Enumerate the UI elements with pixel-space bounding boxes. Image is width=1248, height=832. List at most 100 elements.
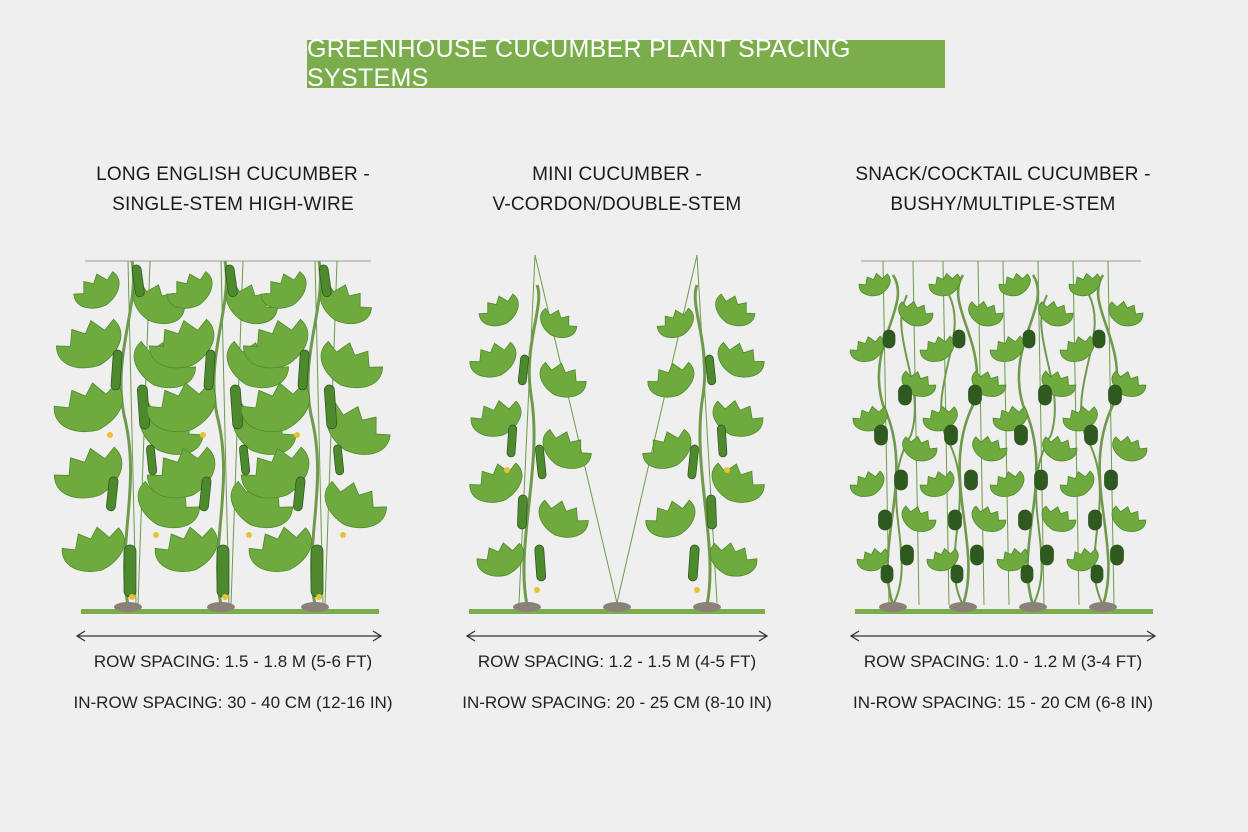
soil-mound [207,602,235,612]
leaf [712,400,764,437]
leaf [1066,547,1099,572]
flower [294,432,300,438]
cucumber-fruit [1034,469,1048,491]
leaf [656,307,694,338]
leaf [989,335,1025,362]
soil-mound [949,602,977,612]
leaf [996,547,1029,572]
leaf [240,446,310,499]
row-spacing-arrow [465,630,769,642]
leaf [1059,470,1095,497]
support-twine [616,254,698,604]
bushy-illustration [849,260,1153,614]
cucumber-fruit [1092,329,1106,349]
leaf [324,480,387,529]
leaf [709,542,758,577]
leaf [53,382,124,433]
cucumber-fruit [1014,424,1028,446]
ground-line [81,609,379,614]
soil-mound [603,602,631,612]
leaf [53,446,123,499]
cucumber-fruit [131,264,145,298]
soil-mound [1089,602,1117,612]
leaf [901,505,937,532]
leaf [1062,405,1098,432]
leaf [645,499,696,538]
cucumber-fruit [878,509,892,531]
cucumber-fruit [1108,384,1122,406]
title-banner: GREENHOUSE CUCUMBER PLANT SPACING SYSTEM… [307,35,945,92]
cucumber-fruit [894,469,908,491]
cucumber-fruit [1088,509,1102,531]
leaf [849,470,885,497]
flower [129,594,135,600]
cucumber-fruit [110,349,123,391]
cucumber-fruit [1084,424,1098,446]
cucumber-fruit [950,564,964,584]
cucumber-fruit [1110,544,1124,566]
cucumber-fruit [216,544,230,598]
leaf [148,318,215,369]
inrow-spacing-label: IN-ROW SPACING: 30 - 40 CM (12-16 IN) [73,693,393,712]
soil-mound [879,602,907,612]
cucumber-fruit [224,264,238,298]
cucumber-fruit [517,354,529,386]
leaf [469,341,517,378]
leaf [470,400,522,437]
leaf [478,293,519,327]
cucumber-fruit [1022,329,1036,349]
leaf [469,462,523,503]
leaf [73,271,120,309]
leaf [972,435,1008,462]
leaf [711,462,765,503]
leaf [902,435,938,462]
leaf [55,318,122,369]
system-heading-line1: SNACK/COCKTAIL CUCUMBER - [855,164,1151,185]
leaf [166,271,213,309]
cucumber-fruit [318,264,332,298]
cucumber-fruit [517,494,528,530]
leaf [326,402,391,455]
cucumber-fruit [716,424,728,458]
leaf [717,341,765,378]
row-spacing-label: ROW SPACING: 1.5 - 1.8 M (5-6 FT) [93,652,373,671]
cucumber-fruit [687,544,700,582]
system-heading-line2: V-CORDON/DOUBLE-STEM [492,194,742,215]
leaf [542,428,592,469]
system-heading: SNACK/COCKTAIL CUCUMBER - BUSHY/MULTIPLE… [813,160,1193,220]
leaf [319,281,372,324]
cucumber-fruit [970,544,984,566]
support-twine [518,254,536,604]
cucumber-fruit [900,544,914,566]
flower [200,432,206,438]
main-stem [693,284,712,606]
v-cordon-illustration [469,254,765,614]
cucumber-fruit [1020,564,1034,584]
flower [504,467,510,473]
soil-mound [513,602,541,612]
flower [222,594,228,600]
cucumber-fruit [506,424,518,458]
system-heading: LONG ENGLISH CUCUMBER - SINGLE-STEM HIGH… [43,160,423,220]
leaf [898,300,934,327]
cucumber-fruit [123,544,137,598]
cucumber-fruit [948,509,962,531]
row-spacing-arrow [75,630,383,642]
system-heading-line1: MINI CUCUMBER - [532,164,702,185]
cucumber-fruit [293,476,306,512]
cucumber-fruit [297,349,310,391]
leaf [856,547,889,572]
row-spacing-arrow [849,630,1157,642]
cucumber-fruit [310,544,324,598]
leaf [922,405,958,432]
leaf [998,272,1031,297]
cucumber-fruit [687,444,699,480]
cucumber-fruit [1018,509,1032,531]
leaf [1112,435,1148,462]
cucumber-fruit [146,444,158,476]
flower [340,532,346,538]
leaf [539,361,587,398]
main-stem [1017,274,1040,606]
leaf [260,271,307,309]
cucumber-fruit [1040,544,1054,566]
